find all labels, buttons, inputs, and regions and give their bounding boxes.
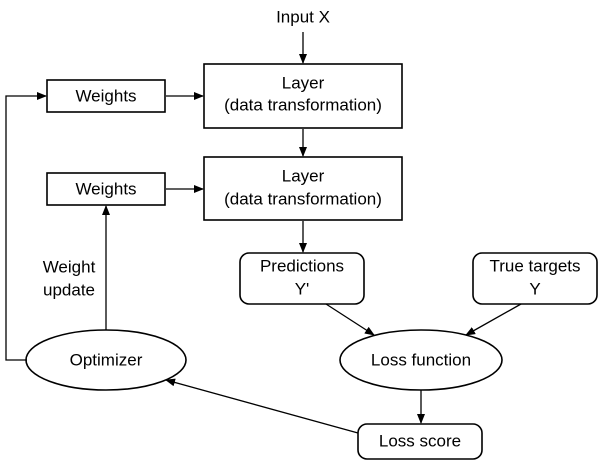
- predictions-node: Predictions Y': [239, 252, 365, 305]
- true-targets-label: True targets: [489, 256, 580, 275]
- layer-2-node: Layer (data transformation): [203, 156, 403, 221]
- arrow-true-targets-to-loss-function: [465, 303, 522, 336]
- optimizer-node: Optimizer: [25, 329, 187, 391]
- loss-score-node: Loss score: [357, 423, 483, 460]
- layer-2-title: Layer: [282, 166, 325, 185]
- weights-1-label: Weights: [75, 86, 136, 105]
- weight-update-label-line1: Weight: [43, 257, 96, 276]
- predictions-symbol: Y': [295, 279, 310, 298]
- weight-update-label-line2: update: [43, 280, 95, 299]
- layer-2-subtitle: (data transformation): [224, 189, 382, 208]
- weights-2-label: Weights: [75, 179, 136, 198]
- loss-score-label: Loss score: [379, 431, 461, 450]
- loss-function-label: Loss function: [371, 350, 471, 369]
- arrow-predictions-to-loss-function: [325, 303, 375, 336]
- true-targets-node: True targets Y: [472, 252, 598, 305]
- input-x-label: Input X: [276, 7, 330, 26]
- layer-1-subtitle: (data transformation): [224, 95, 382, 114]
- arrow-loss-score-to-optimizer: [165, 378, 359, 434]
- weights-1-node: Weights: [46, 79, 166, 113]
- true-targets-symbol: Y: [529, 279, 540, 298]
- optimizer-label: Optimizer: [70, 350, 143, 369]
- layer-1-node: Layer (data transformation): [203, 63, 403, 129]
- weights-2-node: Weights: [46, 172, 166, 206]
- layer-1-title: Layer: [282, 73, 325, 92]
- arrow-optimizer-to-weights1: [5, 92, 47, 361]
- loss-function-node: Loss function: [339, 329, 503, 391]
- predictions-label: Predictions: [260, 256, 344, 275]
